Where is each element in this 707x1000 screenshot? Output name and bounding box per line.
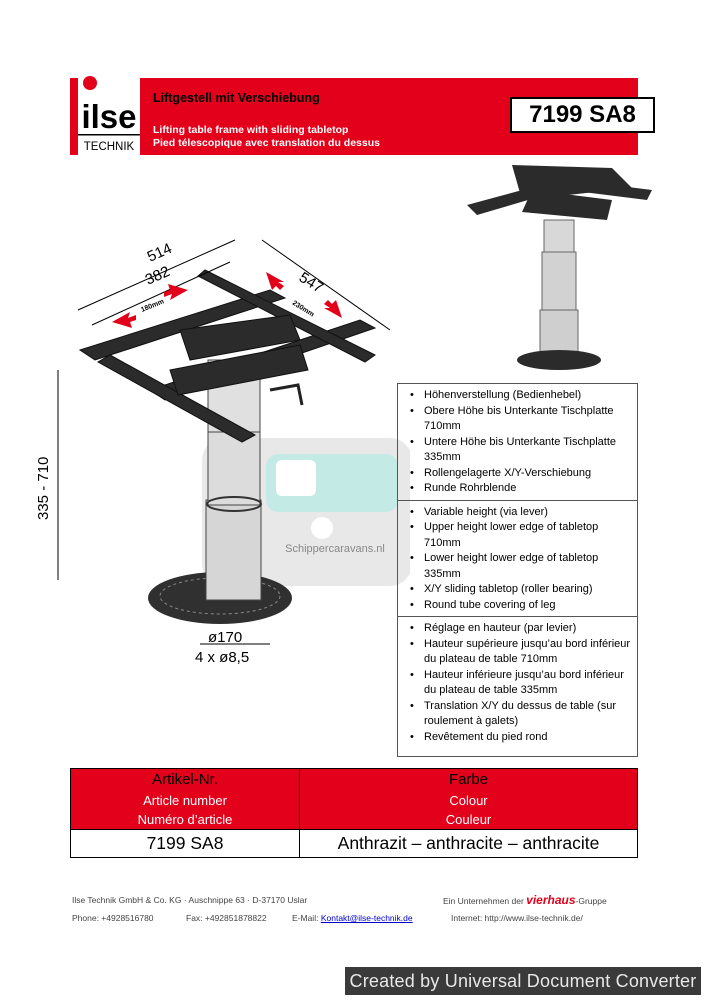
feature-en-item: Upper height lower edge of tabletop 710m… [410,520,633,551]
slide-x-label: 180mm [140,298,165,314]
middle-tube [207,429,261,506]
features-box: Höhenverstellung (Bedienhebel) Obere Höh… [397,383,638,757]
feature-de-item: Runde Rohrblende [410,481,633,497]
feature-de-item: Untere Höhe bis Unterkante Tischplatte 3… [410,435,633,466]
feature-fr-item: Hauteur supérieure jusqu’au bord inférie… [410,637,633,668]
table-header-row: Artikel-Nr. Article number Numéro d’arti… [70,768,638,830]
group-prefix: Ein Unternehmen der [443,896,524,906]
group-suffix: -Gruppe [575,896,607,906]
title-french: Pied télescopique avec translation du de… [153,137,380,149]
header-de: Farbe [448,771,489,788]
article-number-box: 7199 SA8 [510,97,655,133]
watermark-text: Schippercaravans.nl [285,543,385,555]
header-en: Article number [143,793,227,808]
company-city: D-37170 Uslar [252,895,308,905]
header-fr: Couleur [445,812,492,827]
logo-text: ilse [81,98,136,135]
header-fr: Numéro d’article [137,812,233,827]
email-link[interactable]: Kontakt@ilse-technik.de [320,913,413,923]
footer-phone: Phone: +4928516780 [72,913,154,923]
feature-fr-item: Hauteur inférieure jusqu’au bord inférie… [410,668,633,699]
company-name: Ilse Technik GmbH & Co. KG [72,895,182,905]
dim-width-outer: 514 [145,240,175,266]
feature-fr-item: Translation X/Y du dessus de table (sur … [410,699,633,730]
dim-depth: 547 [296,269,326,297]
title-german: Liftgestell mit Verschiebung [153,91,320,105]
dim-holes: 4 x ø8,5 [195,649,249,666]
feature-de-item: Höhenverstellung (Bedienhebel) [410,388,633,404]
feature-de-item: Obere Höhe bis Unterkante Tischplatte 71… [410,404,633,435]
colour-cell: Anthrazit – anthracite – anthracite [299,829,638,858]
feature-fr-item: Revêtement du pied rond [410,730,633,746]
vierhaus-logo: vierhaus [526,893,576,907]
title-translations: Lifting table frame with sliding tableto… [153,124,380,150]
height-lever [269,383,304,406]
logo-subtext: TECHNIK [84,141,135,153]
converter-watermark: Created by Universal Document Converter [345,967,701,995]
email-label: E-Mail: [292,913,319,923]
product-perspective-view [467,165,652,370]
footer-group: Ein Unternehmen der vierhaus-Gruppe [443,893,607,907]
sliding-frame [78,269,377,443]
feature-en-item: Lower height lower edge of tabletop 335m… [410,551,633,582]
lower-tube [205,499,262,601]
feature-en-item: Variable height (via lever) [410,505,633,521]
article-number-header: Artikel-Nr. Article number Numéro d’arti… [70,768,300,830]
table-row: 7199 SA8 Anthrazit – anthracite – anthra… [70,829,638,858]
footer-company: Ilse Technik GmbH & Co. KG · Auschnippe … [72,895,308,905]
feature-de-item: Rollengelagerte X/Y-Verschiebung [410,466,633,482]
article-table: Artikel-Nr. Article number Numéro d’arti… [70,768,638,858]
header-de: Artikel-Nr. [152,771,218,788]
ilse-logo: ilse TECHNIK [74,72,144,158]
article-number-cell: 7199 SA8 [70,829,300,858]
feature-en-item: Round tube covering of leg [410,598,633,614]
features-french: Réglage en hauteur (par levier) Hauteur … [398,617,637,748]
features-english: Variable height (via lever) Upper height… [398,501,637,617]
feature-fr-item: Réglage en hauteur (par levier) [410,621,633,637]
footer-internet[interactable]: Internet: http://www.ilse-technik.de/ [451,913,583,923]
colour-header: Farbe Colour Couleur [299,768,638,830]
product-technical-drawing: Schippercaravans.nl 514 382 547 180mm 23… [35,239,410,666]
dim-base-diameter: ø170 [208,629,242,646]
dim-width-inner: 382 [143,263,173,289]
title-english: Lifting table frame with sliding tableto… [153,124,349,136]
header-en: Colour [449,793,488,808]
footer-email: E-Mail: Kontakt@ilse-technik.de [292,913,413,923]
footer-fax: Fax: +492851878822 [186,913,267,923]
features-german: Höhenverstellung (Bedienhebel) Obere Höh… [398,384,637,501]
feature-en-item: X/Y sliding tabletop (roller bearing) [410,582,633,598]
dim-height: 335 - 710 [35,457,52,520]
company-street: Auschnippe 63 [188,895,245,905]
